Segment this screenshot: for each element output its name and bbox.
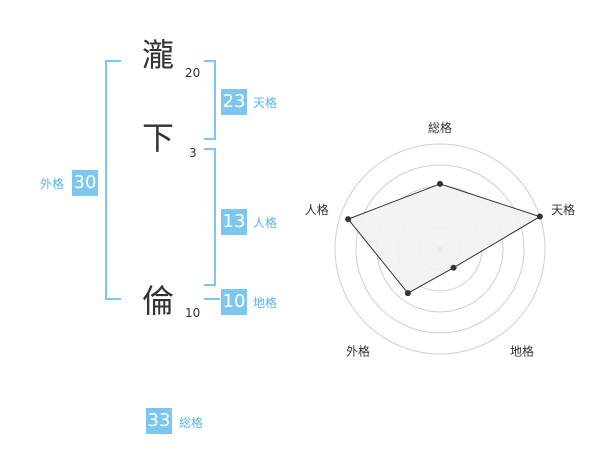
radar-point-1 — [437, 180, 443, 187]
radar-ring-5 — [334, 143, 546, 355]
stroke-count-1: 20 — [185, 66, 201, 80]
soukaku-value: 33 — [146, 408, 172, 434]
radar-series-polygon — [347, 183, 542, 294]
radar-ring-4 — [355, 164, 525, 334]
radar-point-2 — [536, 213, 543, 220]
tenkaku-bracket — [204, 60, 216, 140]
chikaku-value: 10 — [221, 289, 247, 315]
radar-point-4 — [404, 290, 411, 297]
name-char-3: 倫 — [142, 282, 175, 320]
jinkaku-bracket — [204, 148, 216, 286]
stroke-count-3: 10 — [185, 306, 201, 320]
chikaku-connector — [204, 298, 220, 300]
tenkaku-label: 天格 — [253, 96, 278, 110]
soukaku-label: 総格 — [179, 416, 204, 430]
chikaku-label: 地格 — [253, 296, 278, 310]
tenkaku-value: 23 — [221, 89, 247, 115]
radar-axis-label-3: 地格 — [510, 343, 534, 358]
gaikaku-label: 外格 — [40, 177, 65, 191]
jinkaku-label: 人格 — [253, 216, 278, 230]
name-char-1: 瀧 — [142, 36, 175, 74]
stroke-count-2: 3 — [189, 146, 197, 160]
jinkaku-value: 13 — [221, 209, 247, 235]
radar-axis-label-5: 人格 — [305, 202, 329, 217]
radar-axis-label-2: 天格 — [551, 202, 575, 217]
radar-axis-label-4: 外格 — [346, 343, 370, 358]
radar-point-5 — [345, 216, 352, 223]
name-char-2: 下 — [142, 119, 175, 157]
gaikaku-value: 30 — [72, 170, 98, 196]
radar-axis-label-1: 総格 — [428, 120, 452, 135]
gaikaku-bracket — [105, 60, 121, 300]
radar-point-3 — [450, 264, 457, 271]
